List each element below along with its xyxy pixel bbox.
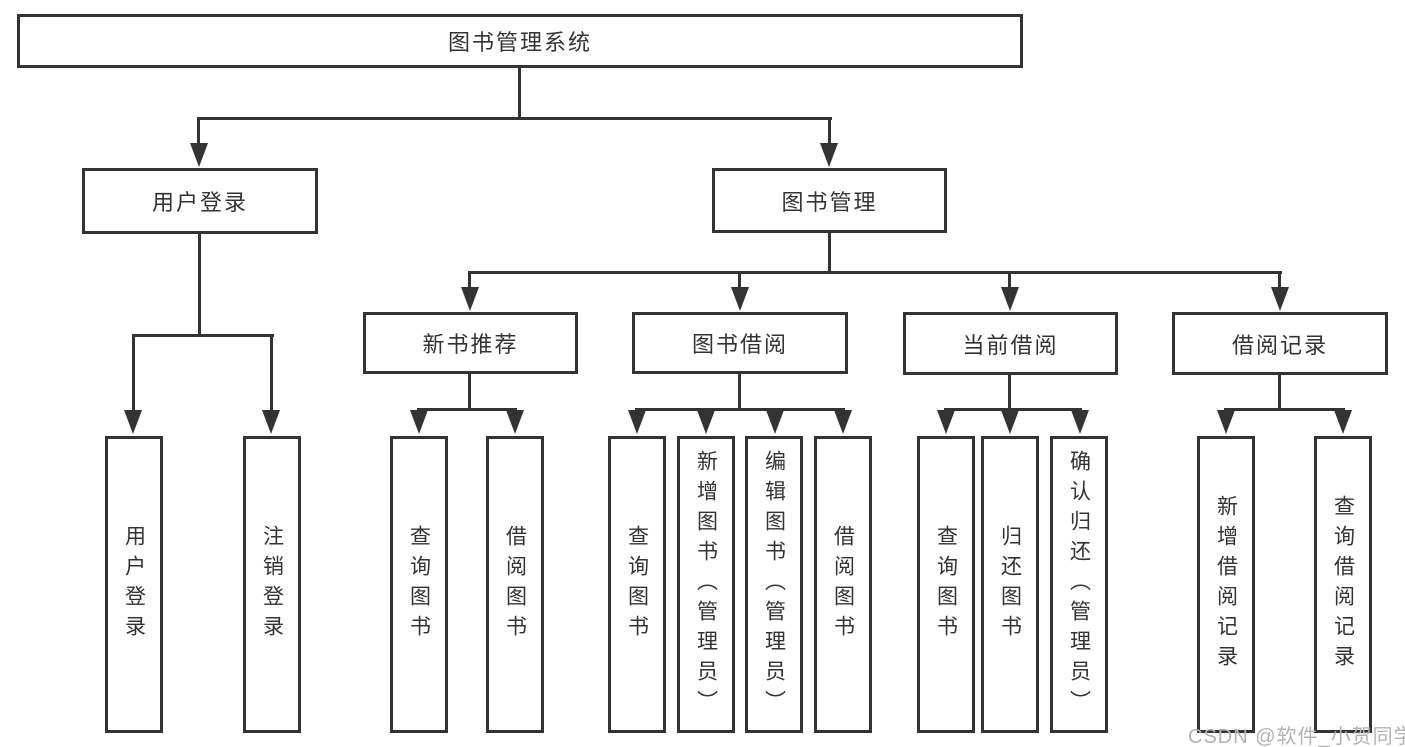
connector-line bbox=[1008, 374, 1011, 410]
arrow-down-icon bbox=[834, 410, 852, 434]
leaf-borrow-books-newbooks-label: 借阅图书 bbox=[503, 524, 527, 645]
arrow-down-icon bbox=[697, 410, 715, 434]
connector-line bbox=[417, 408, 517, 411]
leaf-confirm-return-admin: 确认归还（管理员） bbox=[1050, 436, 1108, 733]
node-current-borrowing-label: 当前借阅 bbox=[962, 332, 1059, 358]
connector-line bbox=[197, 117, 200, 148]
arrow-down-icon bbox=[1334, 410, 1352, 434]
leaf-query-books-current-label: 查询图书 bbox=[934, 524, 958, 645]
connector-line bbox=[198, 234, 201, 336]
leaf-logout: 注销登录 bbox=[243, 436, 301, 733]
node-root-label: 图书管理系统 bbox=[447, 30, 592, 55]
connector-line bbox=[518, 68, 521, 118]
node-user-login-label: 用户登录 bbox=[151, 190, 248, 215]
leaf-user-login-label: 用户登录 bbox=[122, 524, 146, 645]
leaf-query-books-newbooks: 查询图书 bbox=[390, 436, 448, 733]
node-book-management: 图书管理 bbox=[712, 168, 947, 233]
leaf-logout-label: 注销登录 bbox=[260, 524, 284, 645]
connector-line bbox=[635, 408, 845, 411]
arrow-down-icon bbox=[190, 143, 208, 167]
connector-line bbox=[270, 336, 273, 412]
connector-line bbox=[468, 374, 471, 410]
connector-line bbox=[132, 336, 135, 412]
node-book-borrowing-label: 图书借阅 bbox=[691, 332, 788, 357]
arrow-down-icon bbox=[820, 143, 838, 167]
arrow-down-icon bbox=[1001, 287, 1019, 311]
connector-line bbox=[198, 117, 832, 120]
node-book-management-label: 图书管理 bbox=[781, 189, 878, 215]
csdn-watermark: CSDN @软件_小贺同学 bbox=[1188, 726, 1405, 747]
connector-line bbox=[944, 408, 1082, 411]
leaf-borrow-books-borrowing-label: 借阅图书 bbox=[831, 524, 855, 645]
arrow-down-icon bbox=[731, 287, 749, 311]
leaf-add-book-admin-label: 新增图书（管理员） bbox=[694, 449, 718, 720]
node-current-borrowing: 当前借阅 bbox=[903, 312, 1118, 375]
leaf-edit-book-admin: 编辑图书（管理员） bbox=[745, 436, 803, 733]
connector-line bbox=[132, 334, 274, 337]
arrow-down-icon bbox=[1001, 410, 1019, 434]
leaf-user-login: 用户登录 bbox=[105, 436, 163, 733]
connector-line bbox=[468, 271, 1282, 274]
leaf-borrow-books-borrowing: 借阅图书 bbox=[814, 436, 872, 733]
node-new-book-recommend: 新书推荐 bbox=[363, 312, 578, 374]
connector-line bbox=[1278, 273, 1281, 289]
leaf-query-borrow-record: 查询借阅记录 bbox=[1314, 436, 1372, 733]
leaf-query-borrow-record-label: 查询借阅记录 bbox=[1331, 494, 1355, 675]
connector-line bbox=[1008, 273, 1011, 289]
arrow-down-icon bbox=[1271, 287, 1289, 311]
node-borrowing-records: 借阅记录 bbox=[1172, 312, 1388, 375]
leaf-borrow-books-newbooks: 借阅图书 bbox=[486, 436, 544, 733]
connector-line bbox=[828, 117, 831, 148]
arrow-down-icon bbox=[410, 410, 428, 434]
arrow-down-icon bbox=[766, 410, 784, 434]
connector-line bbox=[738, 273, 741, 289]
arrow-down-icon bbox=[1071, 410, 1089, 434]
arrow-down-icon bbox=[461, 287, 479, 311]
arrow-down-icon bbox=[937, 410, 955, 434]
leaf-add-borrow-record-label: 新增借阅记录 bbox=[1214, 494, 1238, 675]
leaf-query-books-borrowing-label: 查询图书 bbox=[625, 524, 649, 645]
node-borrowing-records-label: 借阅记录 bbox=[1231, 332, 1328, 358]
arrow-down-icon bbox=[262, 410, 280, 434]
leaf-return-book: 归还图书 bbox=[981, 436, 1039, 733]
connector-line bbox=[1224, 408, 1345, 411]
node-book-borrowing: 图书借阅 bbox=[632, 312, 848, 374]
leaf-query-books-newbooks-label: 查询图书 bbox=[407, 524, 431, 645]
connector-line bbox=[828, 233, 831, 273]
node-user-login: 用户登录 bbox=[82, 168, 318, 234]
leaf-add-book-admin: 新增图书（管理员） bbox=[677, 436, 735, 733]
leaf-query-books-borrowing: 查询图书 bbox=[608, 436, 666, 733]
leaf-add-borrow-record: 新增借阅记录 bbox=[1197, 436, 1255, 733]
leaf-confirm-return-admin-label: 确认归还（管理员） bbox=[1067, 449, 1091, 720]
node-new-book-recommend-label: 新书推荐 bbox=[422, 332, 519, 357]
node-root: 图书管理系统 bbox=[17, 14, 1023, 68]
leaf-edit-book-admin-label: 编辑图书（管理员） bbox=[762, 449, 786, 720]
arrow-down-icon bbox=[1217, 410, 1235, 434]
arrow-down-icon bbox=[628, 410, 646, 434]
connector-line bbox=[738, 374, 741, 410]
arrow-down-icon bbox=[506, 410, 524, 434]
leaf-return-book-label: 归还图书 bbox=[998, 524, 1022, 645]
connector-line bbox=[468, 273, 471, 289]
connector-line bbox=[1278, 374, 1281, 410]
arrow-down-icon bbox=[124, 410, 142, 434]
leaf-query-books-current: 查询图书 bbox=[917, 436, 975, 733]
